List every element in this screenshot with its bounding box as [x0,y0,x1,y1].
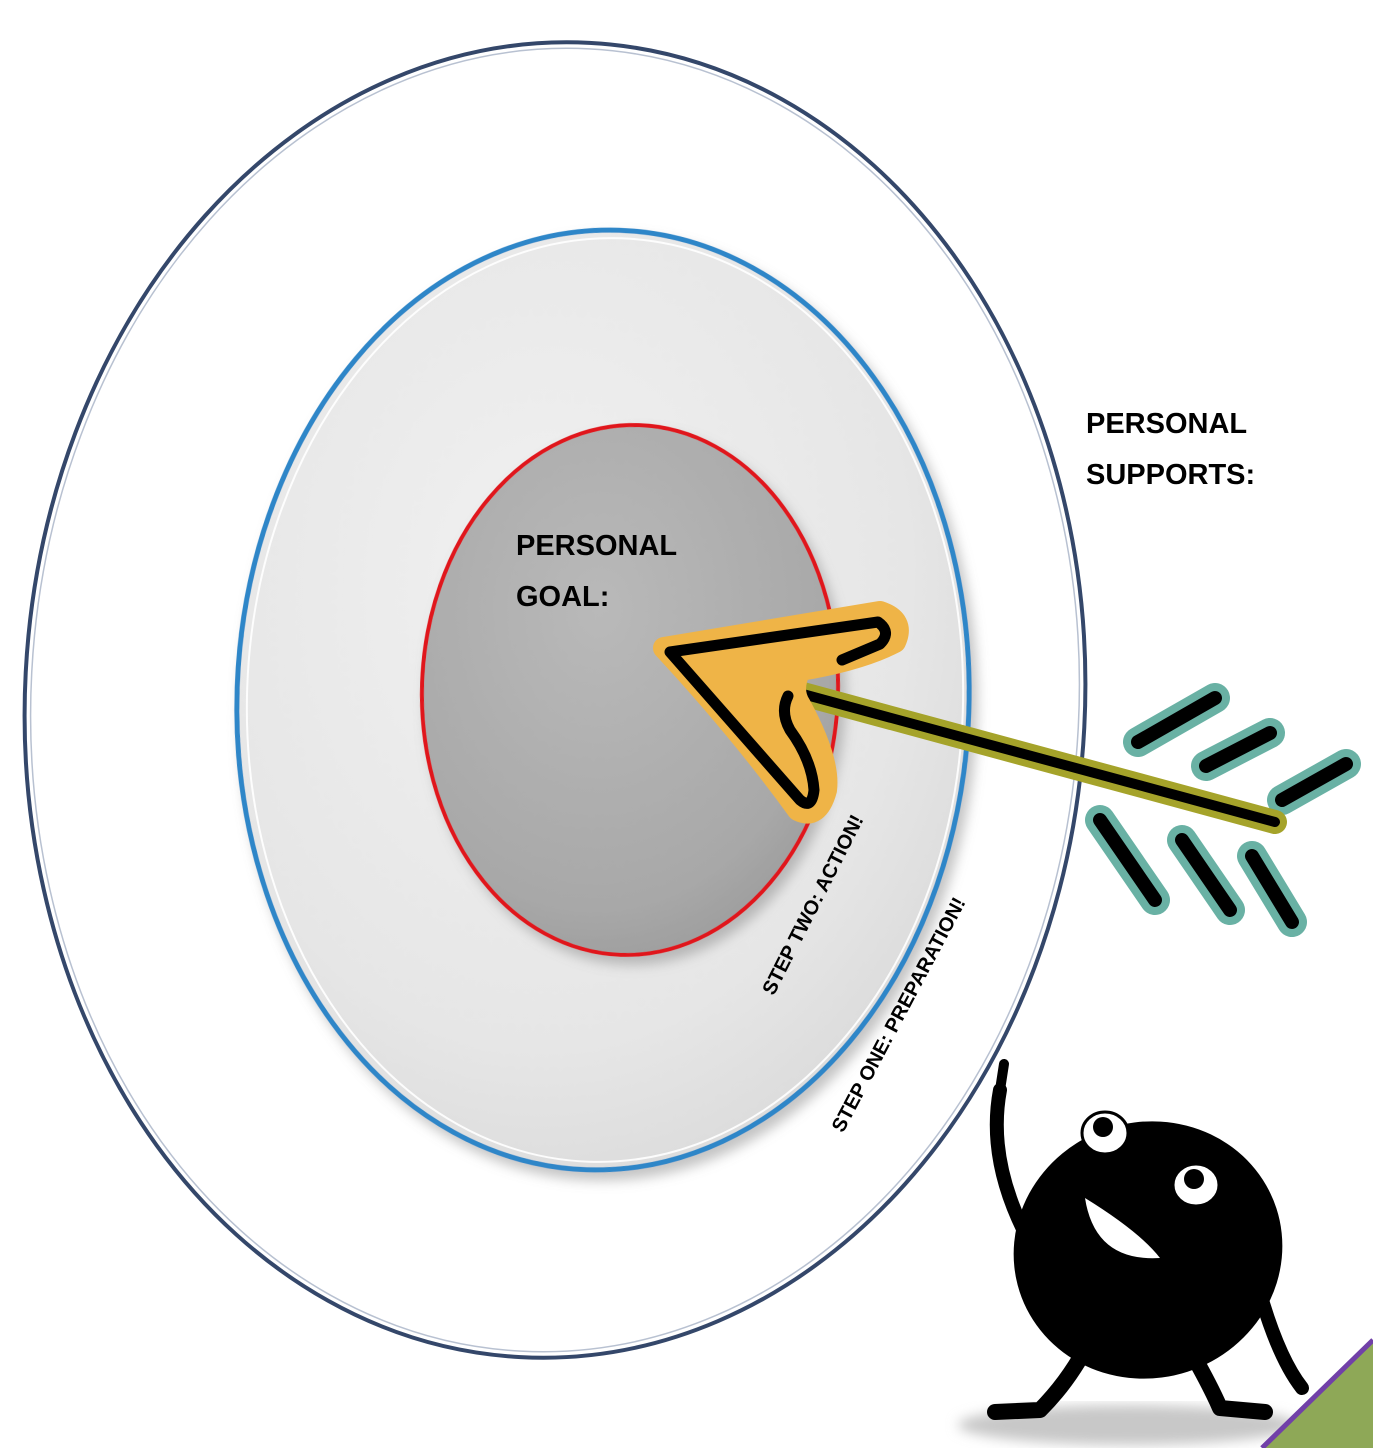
character-mouth [1085,1198,1160,1259]
character-leg-left [987,1332,1098,1420]
arrow-shaft [783,685,1280,827]
personal-supports-line1: PERSONAL [1086,408,1248,440]
target-icon [22,40,1088,1360]
character-pupil-right [1184,1169,1204,1189]
personal-goal-label: PERSONAL GOAL: [516,532,677,612]
character-arm-side [1255,1293,1309,1395]
corner-decoration [1260,1338,1373,1448]
outer-ring-highlight [29,47,1081,1353]
character-pupil-left [1093,1117,1113,1137]
personal-goal-line2: GOAL: [516,581,610,613]
middle-ring-inner-line [245,237,965,1163]
smiling-character-icon [958,1059,1309,1445]
personal-supports-label: PERSONAL SUPPORTS: [1086,410,1255,490]
arrow-icon [653,601,1287,834]
arrowhead-outline [664,616,891,809]
personal-goal-line1: PERSONAL [516,530,678,562]
fletching [1085,683,1361,937]
character-finger [995,1059,1009,1095]
personal-supports-line2: SUPPORTS: [1086,459,1256,491]
character-leg-right [1182,1342,1273,1420]
